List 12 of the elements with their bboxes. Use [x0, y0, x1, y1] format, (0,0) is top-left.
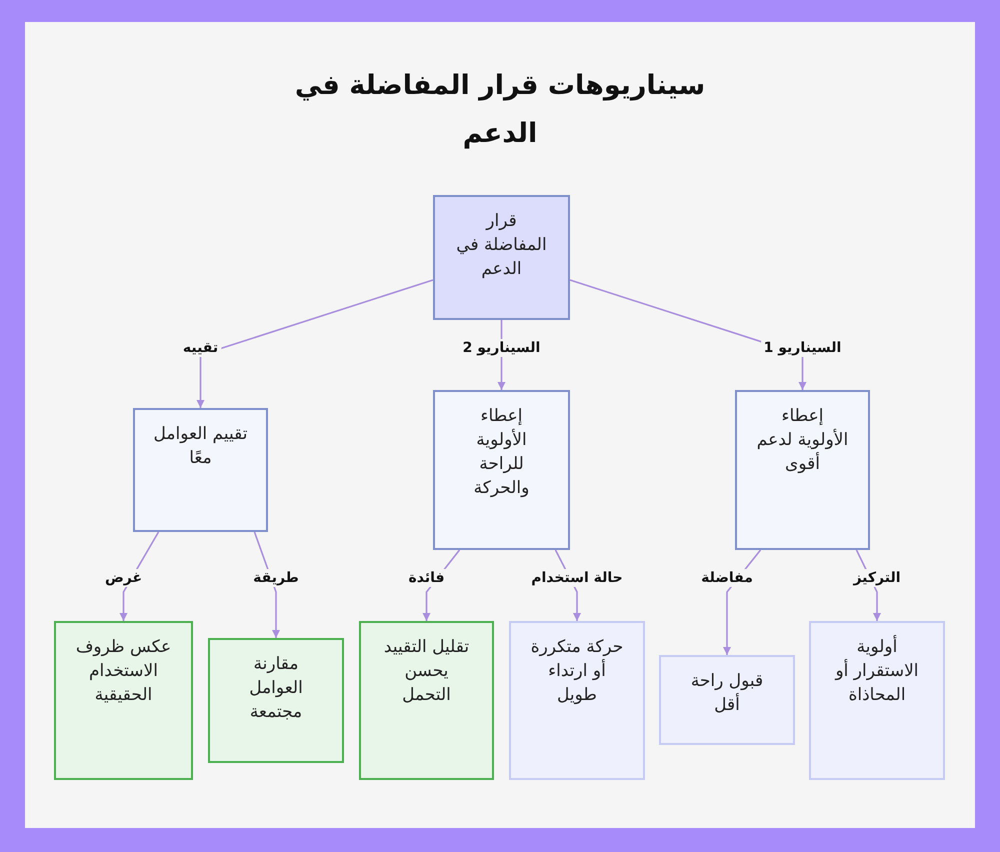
- process-box: إعطاء الأولوية للراحة والحركة: [433, 390, 570, 550]
- process-box: تقييم العوامل معًا: [133, 408, 268, 532]
- process-box: قبول راحة أقل: [659, 655, 795, 745]
- title: سيناريوهات قرار المفاضلة في الدعم: [294, 69, 706, 151]
- process-box: عكس ظروف الاستخدام الحقيقية: [54, 621, 193, 780]
- process-box: أولوية الاستقرار أو المحاذاة: [809, 621, 945, 780]
- process-box: قرار المفاضلة في الدعم: [433, 195, 570, 320]
- process-box: مقارنة العوامل مجتمعة: [208, 638, 344, 763]
- process-box: حركة متكررة أو ارتداء طويل: [509, 621, 645, 780]
- arrow: [196, 279, 434, 408]
- process-box: تقليل التقييد يحسن التحمل: [359, 621, 494, 780]
- process-box: إعطاء الأولوية لدعم أقوى: [735, 390, 870, 550]
